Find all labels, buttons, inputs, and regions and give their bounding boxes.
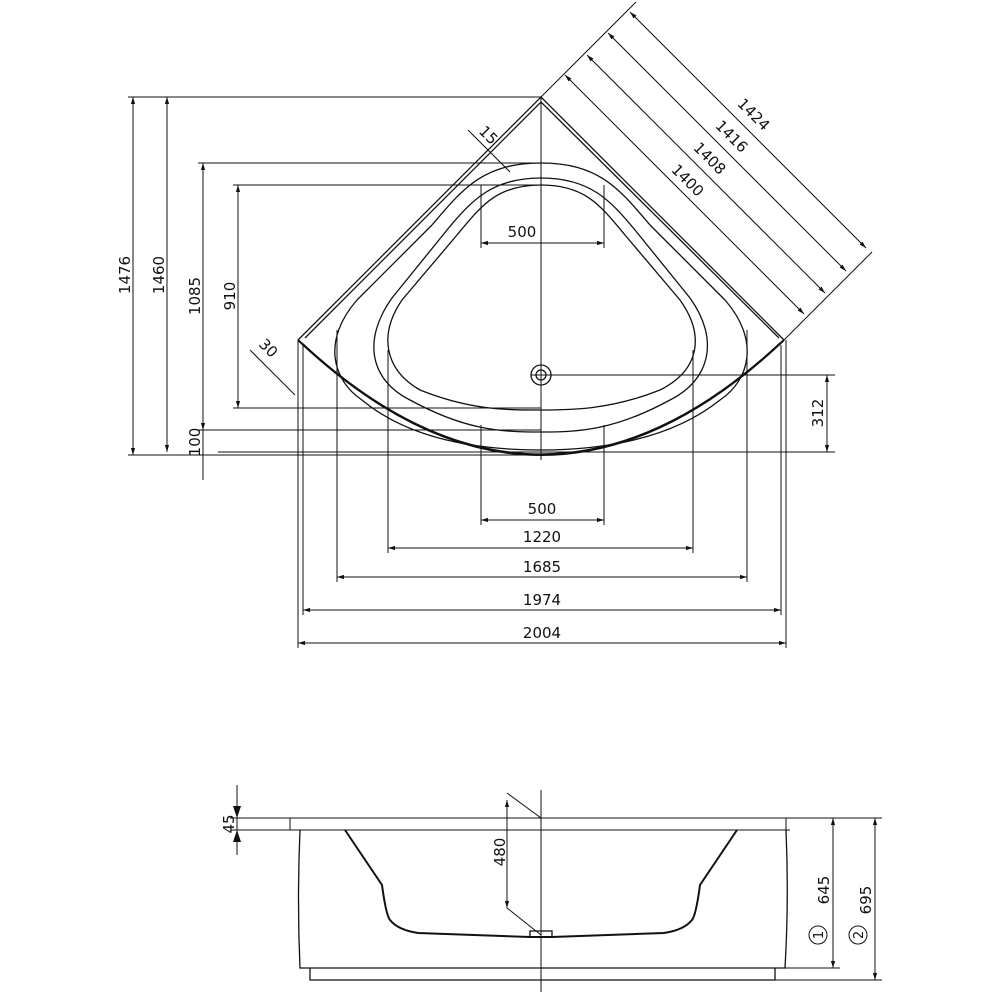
dim-1400: 1400 — [668, 161, 708, 201]
dim-1220: 1220 — [523, 528, 561, 546]
dim-480: 480 — [491, 838, 509, 867]
dim-1476: 1476 — [116, 256, 134, 294]
dim-15: 15 — [475, 122, 501, 148]
dim-30: 30 — [255, 335, 281, 361]
dim-1416: 1416 — [712, 117, 752, 157]
dim-inner-500: 500 — [508, 223, 537, 241]
tub-body — [297, 829, 788, 969]
dim-2004: 2004 — [523, 624, 561, 642]
dim-45: 45 — [220, 814, 238, 833]
dim-645: 645 — [815, 876, 833, 905]
marker-1-circle — [808, 925, 828, 945]
dim-695: 695 — [857, 886, 875, 915]
marker-1: 1 — [812, 931, 827, 939]
dim-1424: 1424 — [734, 95, 774, 135]
dim-1460: 1460 — [150, 256, 168, 294]
dim-312: 312 — [809, 399, 827, 428]
marker-2-circle — [848, 925, 868, 945]
marker-2: 2 — [852, 931, 867, 939]
dim-1085: 1085 — [186, 277, 204, 315]
dim-500: 500 — [528, 500, 557, 518]
section-view: 480 45 645 695 1 2 — [220, 785, 882, 992]
dim-910: 910 — [221, 282, 239, 311]
dim-100: 100 — [186, 428, 204, 457]
dim-1685: 1685 — [523, 558, 561, 576]
dim-1408: 1408 — [690, 139, 730, 179]
tub-basin — [387, 184, 696, 411]
dim-1974: 1974 — [523, 591, 561, 609]
plan-view: 1476 1460 1085 910 100 1424 1416 1408 14… — [116, 1, 873, 648]
